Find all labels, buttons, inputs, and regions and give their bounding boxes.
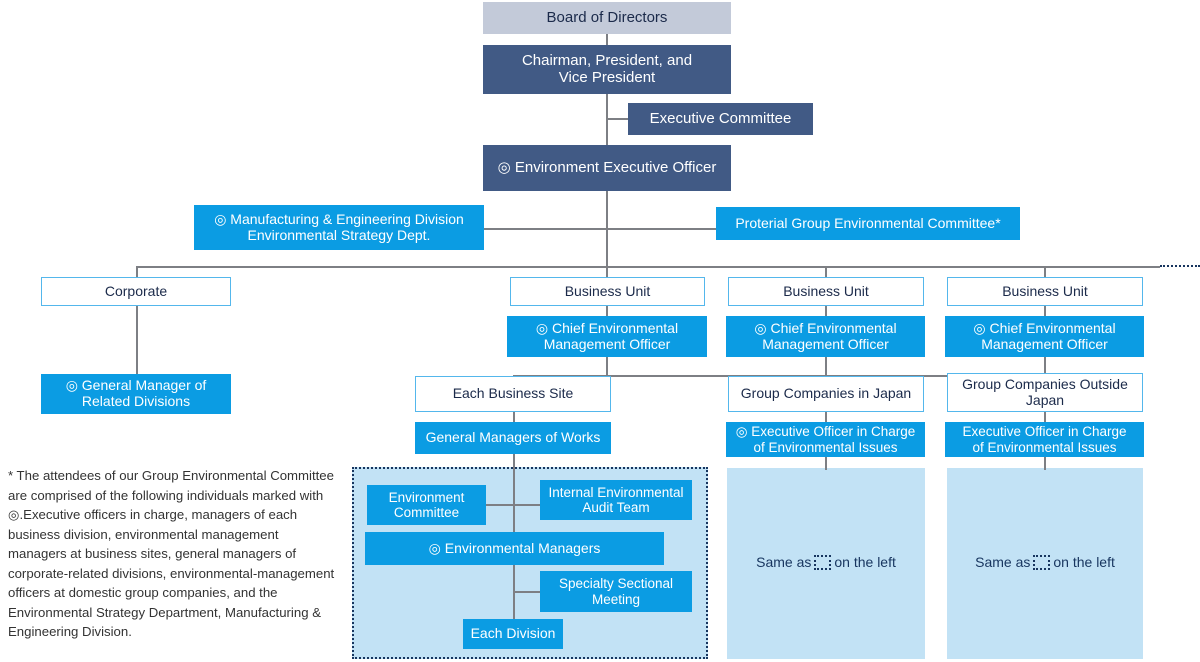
connector-bus-to-bu2 (825, 266, 827, 277)
connector-chairman-trunk (606, 94, 608, 145)
same-as-label-outside: Same as on the left (947, 548, 1143, 576)
node-chief-environmental-management-officer-1[interactable]: ◎ Chief Environmental Management Officer (507, 316, 707, 357)
node-business-unit-1[interactable]: Business Unit (510, 277, 705, 306)
connector-specialty-meeting (513, 591, 541, 593)
node-each-division[interactable]: Each Division (463, 619, 563, 649)
node-executive-officer-japan[interactable]: ◎ Executive Officer in Charge of Environ… (726, 422, 925, 457)
node-chief-environmental-management-officer-3[interactable]: ◎ Chief Environmental Management Officer (945, 316, 1144, 357)
same-as-label-japan: Same as on the left (727, 548, 925, 576)
connector-executive-committee (606, 118, 628, 120)
node-environmental-managers[interactable]: ◎ Environmental Managers (365, 532, 664, 565)
connector-bus-to-bu3 (1044, 266, 1046, 277)
node-executive-committee[interactable]: Executive Committee (628, 103, 813, 135)
node-group-companies-outside-japan[interactable]: Group Companies Outside Japan (947, 373, 1143, 412)
node-environment-executive-officer[interactable]: ◎ Environment Executive Officer (483, 145, 731, 191)
connector-row-join-bu2-bu3 (606, 375, 1045, 377)
connector-down-to-env-managers (513, 488, 515, 532)
group-companies-outside-panel (947, 468, 1143, 659)
connector-proterial-branch (606, 228, 716, 230)
connector-bu3-ceo-down (1044, 357, 1046, 375)
connector-groupco-out-panel (1044, 457, 1046, 470)
connector-bu2-ceo-down (825, 357, 827, 375)
node-internal-environmental-audit-team[interactable]: Internal Environmental Audit Team (540, 480, 692, 520)
connector-bu1-ceo-down (606, 357, 608, 375)
connector-corporate-gm (136, 306, 138, 374)
connector-bu3-ceo (1044, 306, 1046, 316)
node-each-business-site[interactable]: Each Business Site (415, 376, 611, 412)
footnote-text: * The attendees of our Group Environment… (8, 468, 335, 640)
connector-gmworks-down (513, 454, 515, 488)
connector-env-committee (486, 504, 514, 506)
connector-audit-team (513, 504, 541, 506)
connector-bus-to-corporate (136, 266, 138, 277)
same-as-prefix-outside: Same as (975, 554, 1031, 570)
same-as-suffix-outside: on the left (1053, 554, 1115, 570)
connector-bus-dotted-extension (1160, 265, 1200, 267)
node-manufacturing-engineering-division[interactable]: ◎ Manufacturing & Engineering Division E… (194, 205, 484, 250)
node-group-companies-in-japan[interactable]: Group Companies in Japan (728, 376, 924, 412)
dotted-box-glyph-outside (1033, 554, 1051, 570)
connector-manufacturing-branch (484, 228, 607, 230)
node-executive-officer-outside-japan[interactable]: Executive Officer in Charge of Environme… (945, 422, 1144, 457)
node-chief-environmental-management-officer-2[interactable]: ◎ Chief Environmental Management Officer (726, 316, 925, 357)
group-companies-japan-panel (727, 468, 925, 659)
node-general-manager-related-divisions[interactable]: ◎ General Manager of Related Divisions (41, 374, 231, 414)
connector-bus-to-bu1 (606, 266, 608, 277)
connector-bu1-site-bus (513, 375, 607, 377)
connector-site-gmworks (513, 412, 515, 422)
connector-board-chairman (606, 34, 608, 45)
connector-bu2-ceo (825, 306, 827, 316)
connector-main-bus (136, 266, 1160, 268)
node-business-unit-3[interactable]: Business Unit (947, 277, 1143, 306)
same-as-suffix-japan: on the left (834, 554, 896, 570)
node-general-managers-of-works[interactable]: General Managers of Works (415, 422, 611, 454)
node-environment-committee[interactable]: Environment Committee (367, 485, 486, 525)
node-proterial-group-environmental-committee[interactable]: Proterial Group Environmental Committee* (716, 207, 1020, 240)
same-as-prefix-japan: Same as (756, 554, 812, 570)
node-chairman-president[interactable]: Chairman, President, and Vice President (483, 45, 731, 94)
connector-groupco-jp-panel (825, 457, 827, 470)
connector-bu1-ceo (606, 306, 608, 316)
node-business-unit-2[interactable]: Business Unit (728, 277, 924, 306)
dotted-box-glyph-japan (814, 554, 832, 570)
connector-groupco-out-exec (1044, 412, 1046, 422)
node-corporate[interactable]: Corporate (41, 277, 231, 306)
node-specialty-sectional-meeting[interactable]: Specialty Sectional Meeting (540, 571, 692, 612)
connector-groupco-jp-exec (825, 412, 827, 422)
node-board-of-directors[interactable]: Board of Directors (483, 2, 731, 34)
